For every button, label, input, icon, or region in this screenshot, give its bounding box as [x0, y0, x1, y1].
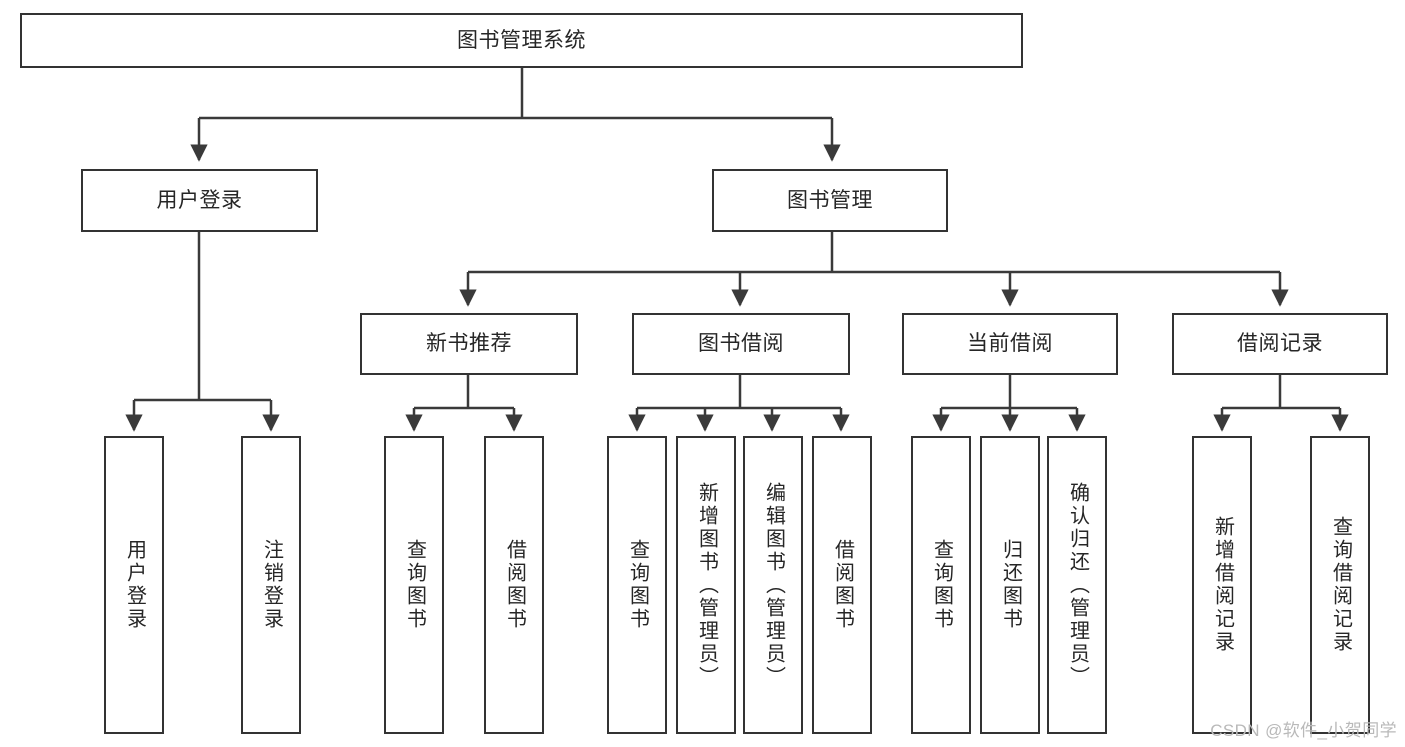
node-label: 新增借阅记录 [1211, 516, 1234, 654]
node-leaf-return-book[interactable]: 归还图书 [980, 436, 1040, 734]
node-label: 查询图书 [403, 539, 426, 631]
node-label: 注销登录 [260, 539, 283, 631]
node-label: 确认归还（管理员） [1066, 481, 1089, 689]
node-leaf-query-book-borrow[interactable]: 查询图书 [607, 436, 667, 734]
node-label: 图书管理系统 [457, 28, 586, 52]
node-leaf-borrow-book[interactable]: 借阅图书 [812, 436, 872, 734]
node-leaf-query-borrow-record[interactable]: 查询借阅记录 [1310, 436, 1370, 734]
node-leaf-borrow-book-recommend[interactable]: 借阅图书 [484, 436, 544, 734]
node-label: 新书推荐 [426, 332, 512, 356]
node-root-book-management-system[interactable]: 图书管理系统 [20, 13, 1023, 68]
node-leaf-user-login[interactable]: 用户登录 [104, 436, 164, 734]
node-label: 借阅记录 [1237, 332, 1323, 356]
node-book-management[interactable]: 图书管理 [712, 169, 948, 232]
node-label: 编辑图书（管理员） [762, 481, 785, 689]
node-leaf-add-book-admin[interactable]: 新增图书（管理员） [676, 436, 736, 734]
node-leaf-logout[interactable]: 注销登录 [241, 436, 301, 734]
node-label: 用户登录 [123, 539, 146, 631]
node-user-login[interactable]: 用户登录 [81, 169, 318, 232]
node-leaf-add-borrow-record[interactable]: 新增借阅记录 [1192, 436, 1252, 734]
node-label: 新增图书（管理员） [695, 481, 718, 689]
node-label: 借阅图书 [831, 539, 854, 631]
node-label: 查询图书 [626, 539, 649, 631]
node-label: 当前借阅 [967, 332, 1053, 356]
node-leaf-query-book-recommend[interactable]: 查询图书 [384, 436, 444, 734]
node-label: 用户登录 [156, 188, 243, 212]
node-label: 图书管理 [787, 188, 873, 212]
node-label: 借阅图书 [503, 539, 526, 631]
node-label: 查询图书 [930, 539, 953, 631]
node-label: 查询借阅记录 [1329, 516, 1352, 654]
csdn-watermark: CSDN @软件_小贺同学 [1210, 721, 1397, 740]
node-new-book-recommendation[interactable]: 新书推荐 [360, 313, 578, 375]
node-leaf-edit-book-admin[interactable]: 编辑图书（管理员） [743, 436, 803, 734]
node-borrow-records[interactable]: 借阅记录 [1172, 313, 1388, 375]
node-book-borrow[interactable]: 图书借阅 [632, 313, 850, 375]
node-leaf-query-book-current[interactable]: 查询图书 [911, 436, 971, 734]
node-label: 归还图书 [999, 539, 1022, 631]
node-current-borrow[interactable]: 当前借阅 [902, 313, 1118, 375]
node-label: 图书借阅 [698, 332, 784, 356]
node-leaf-confirm-return-admin[interactable]: 确认归还（管理员） [1047, 436, 1107, 734]
